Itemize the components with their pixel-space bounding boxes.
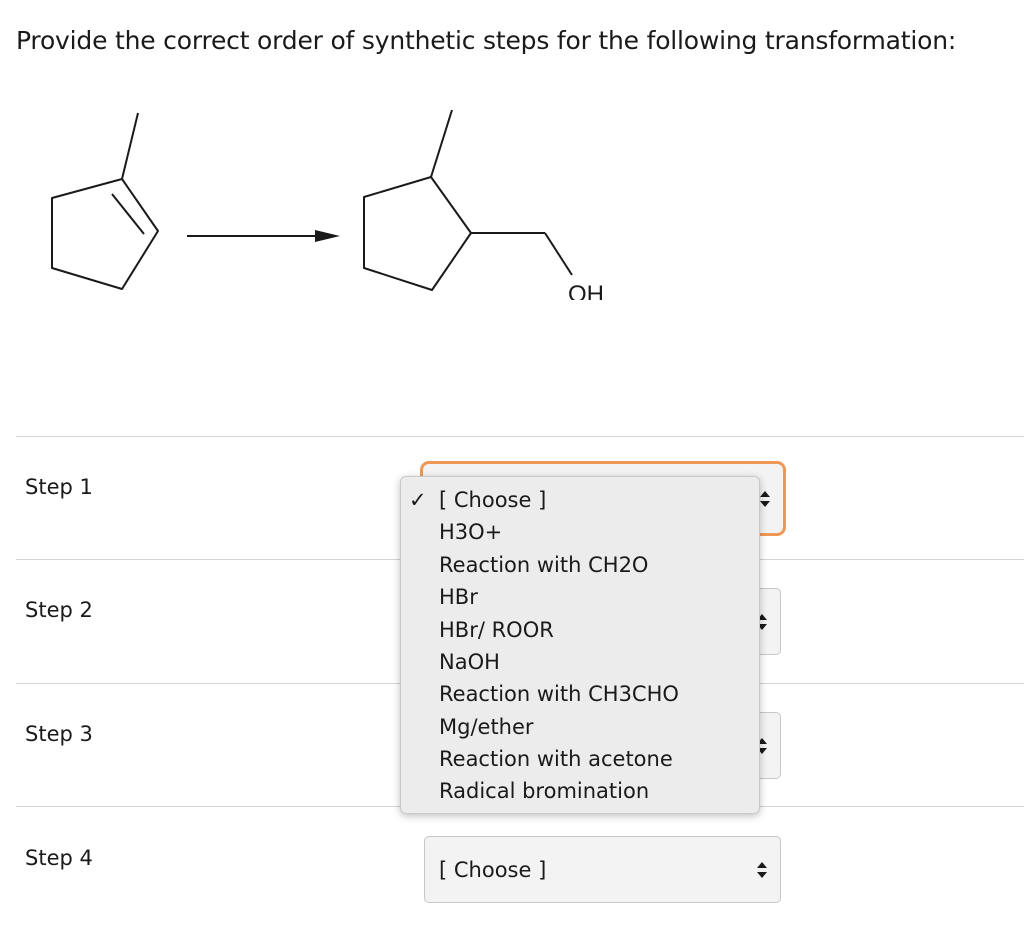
oh-label: OH: [568, 281, 604, 300]
step-1-dropdown-menu: ✓[ Choose ] H3O+ Reaction with CH2O HBr …: [400, 476, 760, 814]
option-h3o[interactable]: H3O+: [439, 520, 503, 544]
updown-arrows-icon: [757, 861, 767, 878]
option-radical-bromination[interactable]: Radical bromination: [439, 779, 650, 803]
option-hbr[interactable]: HBr: [439, 585, 478, 609]
option-reaction-acetone[interactable]: Reaction with acetone: [439, 747, 673, 771]
step-2-label: Step 2: [25, 598, 93, 622]
option-naoh[interactable]: NaOH: [439, 650, 500, 674]
option-hbr-roor[interactable]: HBr/ ROOR: [439, 618, 554, 642]
step-4-select[interactable]: [ Choose ]: [424, 836, 781, 903]
reaction-arrowhead: [315, 230, 340, 242]
step-4-label: Step 4: [25, 846, 93, 870]
reactant-methylcyclopentene: [51, 112, 159, 290]
option-reaction-ch2o[interactable]: Reaction with CH2O: [439, 553, 649, 577]
step-4-value: [ Choose ]: [439, 857, 547, 882]
option-reaction-ch3cho[interactable]: Reaction with CH3CHO: [439, 682, 679, 706]
step-1-label: Step 1: [25, 475, 93, 499]
reaction-scheme: OH: [51, 109, 604, 300]
option-choose[interactable]: ✓[ Choose ]: [409, 488, 547, 512]
updown-arrows-icon: [760, 490, 770, 507]
option-mg-ether[interactable]: Mg/ether: [439, 715, 534, 739]
checkmark-icon: ✓: [409, 488, 427, 512]
divider: [16, 436, 1024, 437]
question-text: Provide the correct order of synthetic s…: [16, 26, 957, 55]
product-cyclopentylmethanol: [363, 109, 573, 291]
step-3-label: Step 3: [25, 722, 93, 746]
